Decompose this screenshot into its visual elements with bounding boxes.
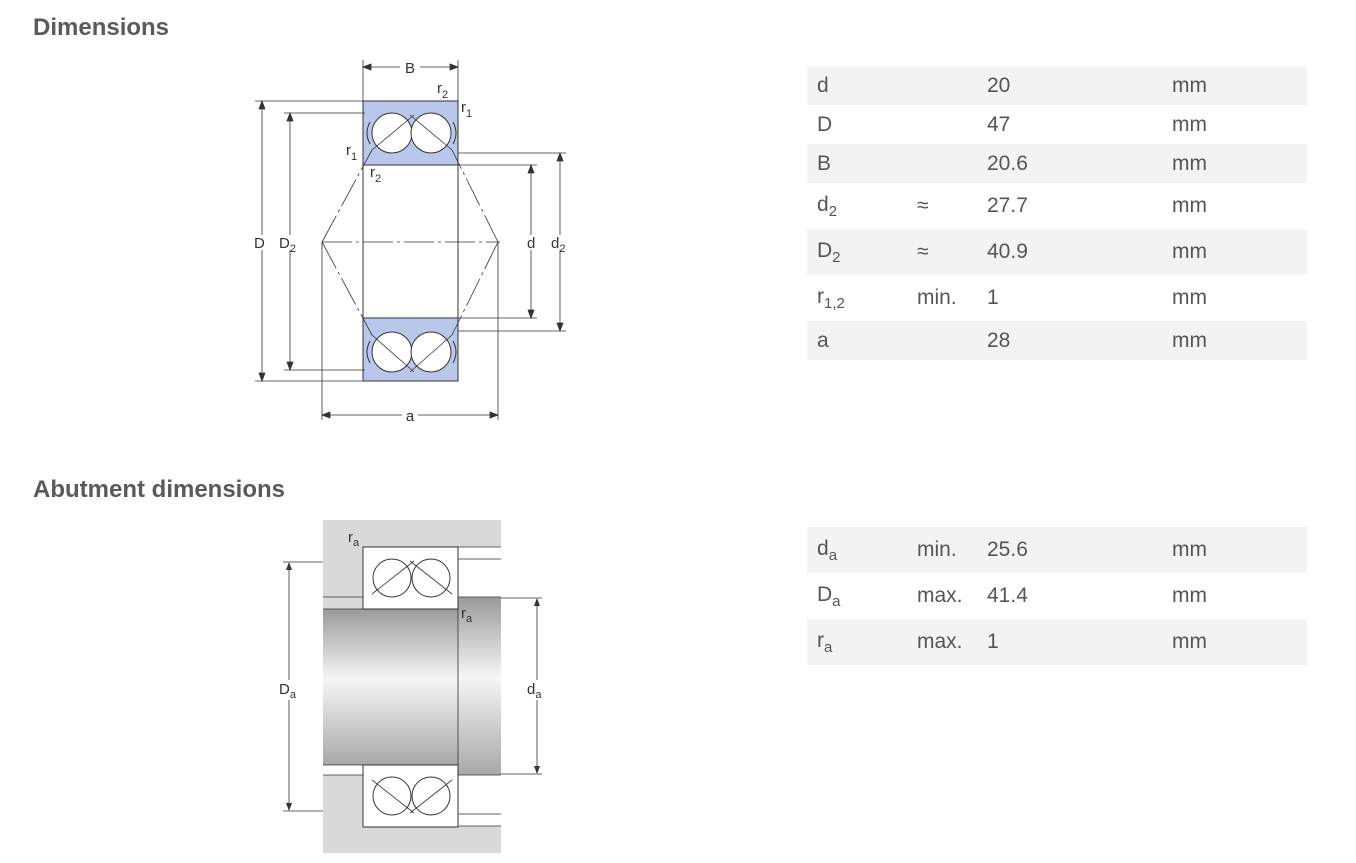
value-cell: 27.7 [987,194,1028,217]
unit-cell: mm [1172,321,1307,360]
table-row: Da max. 41.4 mm [807,573,1307,619]
symbol-cell: Da [817,582,841,610]
qualifier-cell [917,66,987,105]
abutment-table: da min. 25.6 mm Da max. 41.4 mm ra max. … [807,527,1307,665]
label-D2: D2 [279,235,296,255]
qualifier-cell [917,144,987,183]
table-row: d 20 mm [807,66,1307,105]
value-cell: 41.4 [987,584,1028,607]
value-cell: 20.6 [987,144,1172,183]
symbol-cell: D2 [807,229,917,275]
qualifier-cell: min. [917,527,987,573]
label-r1-top: r1 [461,99,472,120]
dimensions-heading: Dimensions [33,14,170,41]
unit-cell: mm [1172,527,1307,573]
abutment-bearing-bottom [362,764,459,828]
unit-cell: mm [1172,66,1307,105]
unit-cell: mm [1172,229,1307,275]
value-cell: 47 [987,112,1011,136]
symbol-cell: ra [807,619,917,665]
label-da: da [527,681,542,701]
label-Da: Da [279,681,297,701]
table-row: D2 ≈ 40.9 mm [807,229,1307,275]
qualifier-cell [917,321,987,360]
table-row: r1,2 min. 1 mm [807,275,1307,321]
qualifier-cell: ≈ [917,229,987,275]
label-r1-left: r1 [346,142,357,163]
unit-cell: mm [1172,584,1207,607]
qualifier-cell [917,105,987,144]
bearing-dimension-drawing: B r2 r1 r1 r2 D D2 d d2 a [254,60,566,425]
table-row: d2 ≈ 27.7 mm [807,183,1307,229]
label-ra-top: ra [348,529,360,549]
symbol-cell: B [807,144,917,183]
bearing-section-top [362,100,459,166]
table-row: D 47 mm [807,105,1307,144]
label-ra-right: ra [461,605,473,625]
table-row: da min. 25.6 mm [807,527,1307,573]
value-cell: 20 [987,66,1172,105]
qualifier-cell: max. [917,619,987,665]
label-B: B [405,60,415,77]
label-a: a [406,408,415,425]
unit-cell: mm [1172,286,1207,309]
label-D: D [254,235,265,252]
value-cell: 40.9 [987,229,1172,275]
unit-cell: mm [1172,144,1307,183]
value-cell: 1 [987,286,999,309]
symbol-cell: da [807,527,917,573]
qualifier-cell: ≈ [917,194,929,217]
label-d: d [527,235,535,252]
symbol-cell: r1,2 [817,284,845,312]
label-d2: d2 [551,235,565,255]
dimensions-table: d 20 mm D 47 mm B 20.6 mm d2 ≈ 27.7 mm D… [807,66,1307,360]
symbol-cell: d2 [817,192,838,220]
label-r2-top: r2 [437,80,448,101]
value-cell: 28 [987,321,1172,360]
unit-cell: mm [1172,194,1207,217]
qualifier-cell: max. [917,584,963,607]
unit-cell: mm [1172,619,1307,665]
table-row: a 28 mm [807,321,1307,360]
value-cell: 25.6 [987,527,1172,573]
table-row: ra max. 1 mm [807,619,1307,665]
symbol-cell: d [807,66,917,105]
qualifier-cell: min. [917,286,957,309]
symbol-cell: D [817,112,833,136]
table-row: B 20.6 mm [807,144,1307,183]
bearing-section-bottom [362,317,459,382]
abutment-dimensions-heading: Abutment dimensions [33,476,286,503]
label-r2-left: r2 [370,164,381,185]
abutment-bearing-top [362,546,459,610]
abutment-drawing: ra ra Da da [279,520,542,853]
unit-cell: mm [1172,112,1207,136]
symbol-cell: a [807,321,917,360]
value-cell: 1 [987,619,1172,665]
